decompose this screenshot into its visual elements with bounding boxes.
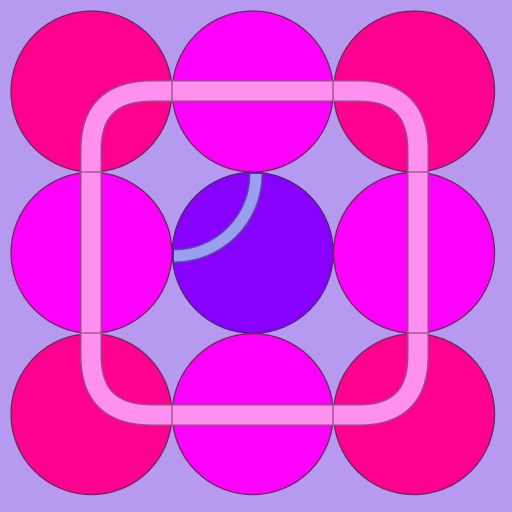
center-arc-pipe[interactable] (173, 173, 263, 263)
tile-grid (10, 10, 496, 496)
arc-pipe-fill (173, 173, 262, 262)
loop-pipe-fill (81, 81, 428, 425)
loop-pipe[interactable] (80, 80, 429, 426)
